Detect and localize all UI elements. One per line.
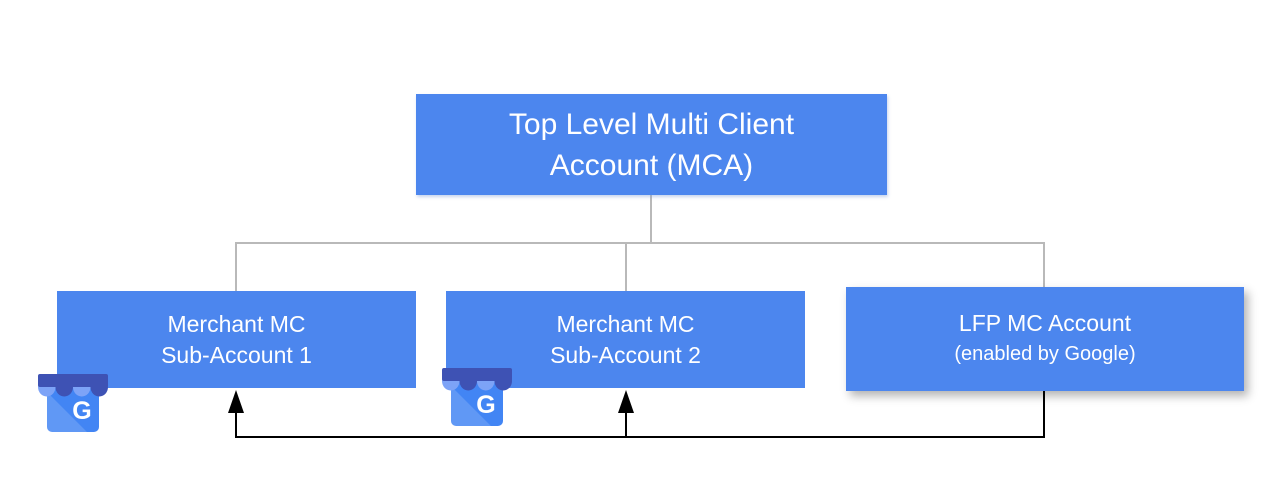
node-label-line: Sub-Account 2 [550, 341, 701, 368]
arrowhead-up-icon [618, 390, 634, 413]
node-top-level-mca: Top Level Multi Client Account (MCA) [416, 94, 887, 195]
hierarchy-connector-lines [235, 195, 1045, 291]
arrowhead-up-icon [228, 390, 244, 413]
node-merchant-sub-account-2: Merchant MC Sub-Account 2 [446, 291, 805, 388]
node-merchant-sub-account-1: Merchant MC Sub-Account 1 [57, 291, 416, 388]
node-label-line: Merchant MC [167, 310, 306, 337]
node-label-line: Account (MCA) [549, 148, 754, 182]
node-lfp-mc-account: LFP MC Account (enabled by Google) [846, 287, 1244, 391]
feed-arrow-lines [235, 391, 1045, 438]
gmb-letter: G [476, 391, 495, 419]
gmb-letter: G [72, 397, 91, 425]
node-label-line: Merchant MC [556, 310, 695, 337]
node-label-line: Sub-Account 1 [161, 341, 312, 368]
node-label-line: Top Level Multi Client [508, 107, 795, 141]
node-label-line: LFP MC Account [958, 310, 1132, 336]
node-label-line: (enabled by Google) [954, 343, 1136, 365]
